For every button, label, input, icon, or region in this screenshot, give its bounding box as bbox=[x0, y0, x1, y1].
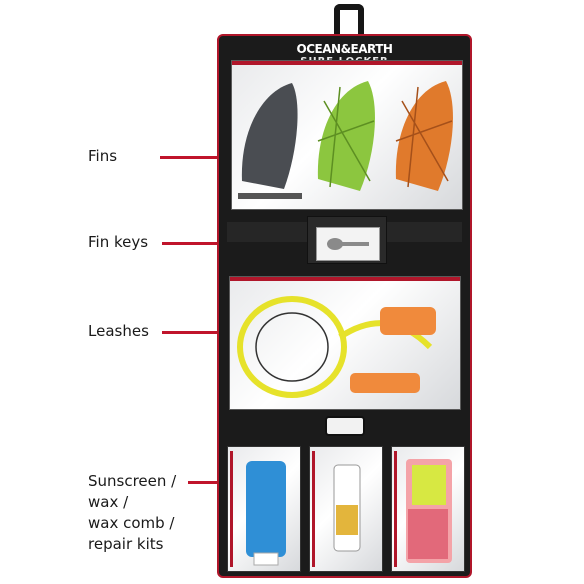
label-accessories-line-4: repair kits bbox=[88, 535, 164, 553]
fin-key-window bbox=[316, 227, 380, 261]
zip-right bbox=[394, 451, 397, 567]
fin-window-left bbox=[232, 61, 308, 209]
label-accessories-line-2: wax / bbox=[88, 493, 129, 511]
bag-handle bbox=[334, 4, 364, 36]
label-fins: Fins bbox=[88, 147, 118, 165]
label-accessories-line-3: wax comb / bbox=[88, 514, 175, 532]
accessory-pocket-left bbox=[227, 446, 301, 572]
organiser-bag: OCEAN&EARTH SURF LOCKER bbox=[217, 34, 472, 578]
fin-pocket-rim bbox=[232, 61, 462, 65]
leash-pocket-rim bbox=[230, 277, 460, 281]
fin-key-pocket bbox=[307, 216, 387, 264]
callout-line-accessories bbox=[188, 481, 240, 484]
label-fin-keys: Fin keys bbox=[88, 233, 149, 251]
leash-pocket bbox=[229, 276, 461, 410]
callout-line-fins bbox=[160, 156, 258, 159]
zip-middle bbox=[312, 451, 315, 567]
label-accessories-line-1: Sunscreen / bbox=[88, 472, 177, 490]
accessory-pocket-middle bbox=[309, 446, 383, 572]
fin-pocket bbox=[231, 60, 463, 210]
zip-left bbox=[230, 451, 233, 567]
fin-window-right bbox=[388, 61, 462, 209]
brand-logo-text: OCEAN&EARTH bbox=[296, 42, 393, 56]
label-leashes: Leashes bbox=[88, 322, 149, 340]
leash-illustration bbox=[237, 296, 436, 398]
fin-window-middle bbox=[310, 61, 386, 209]
label-accessories: Sunscreen / wax / wax comb / repair kits bbox=[88, 471, 176, 555]
accessory-pocket-right bbox=[391, 446, 465, 572]
brand-badge-icon bbox=[325, 416, 365, 436]
